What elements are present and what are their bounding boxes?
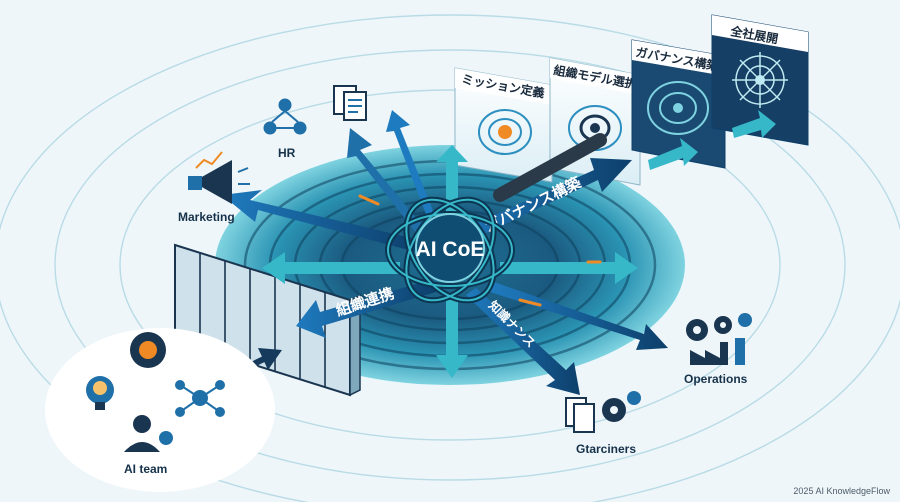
partners-label: Gtarciners [576, 442, 637, 456]
documents-icon [333, 85, 367, 121]
gears-icon [686, 313, 752, 341]
ai-team-label: AI team [124, 462, 168, 476]
marketing-label: Marketing [178, 210, 235, 224]
arrow-accents [358, 194, 602, 307]
copyright: 2025 AI KnowledgeFlow [793, 486, 890, 496]
panel-progress-arrows [648, 110, 776, 170]
background-orbits [0, 14, 900, 502]
people-network-icon [263, 98, 307, 135]
staircase-wall [174, 243, 361, 397]
stage-panel-1: ミッション定義 [454, 67, 553, 183]
user-gear-icon [124, 415, 173, 452]
stage-panel-4: 全社展開 [711, 14, 809, 146]
ai-coe-core: AI CoE [385, 196, 515, 304]
core-label: AI CoE [416, 238, 485, 261]
megaphone-icon [188, 151, 250, 204]
documents-gear-icon [565, 391, 641, 433]
ai-team-bubble [45, 328, 275, 492]
hr-label: HR [278, 146, 296, 160]
network-hub-icon [175, 380, 225, 417]
factory-icon [690, 338, 745, 365]
operations-label: Operations [684, 372, 748, 386]
core-pipe [493, 133, 607, 202]
stage-panel-3: ガバナンス構築 [631, 39, 726, 169]
lightbulb-gear-icon [86, 332, 166, 410]
